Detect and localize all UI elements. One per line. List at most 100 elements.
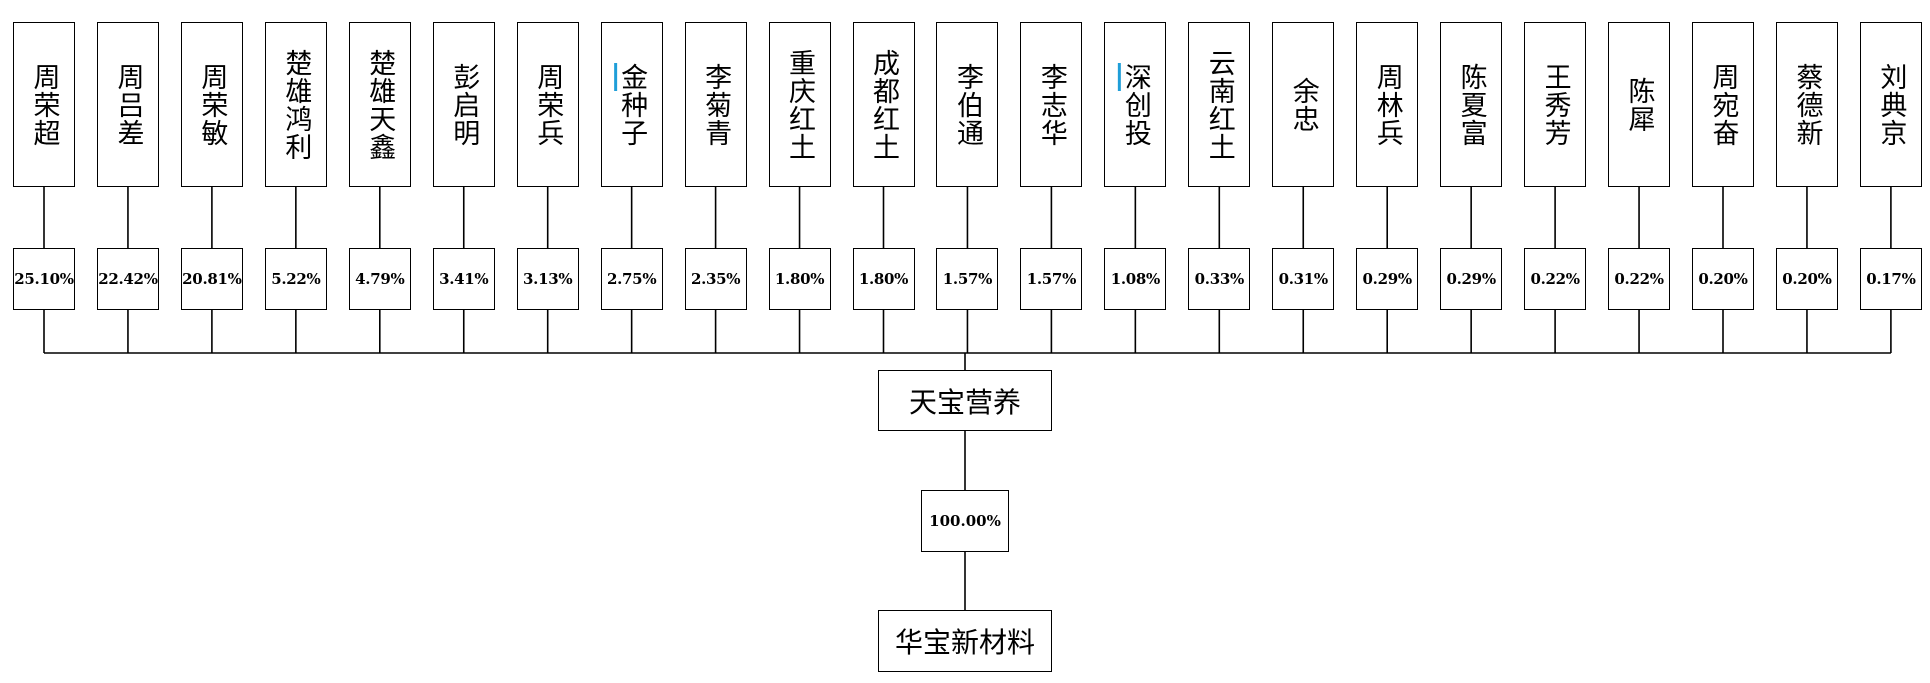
shareholder-pct: 20.81% [182, 270, 242, 288]
shareholder-pct-box: 0.31% [1272, 248, 1335, 310]
shareholder-pct-box: 1.57% [1020, 248, 1083, 310]
shareholder-pct: 0.33% [1194, 270, 1245, 288]
shareholder-name-box: 周荣超 [13, 22, 75, 187]
shareholder-name-box: 余忠 [1272, 22, 1335, 187]
shareholder-name: 李志华 [1035, 62, 1067, 147]
shareholder-pct-box: 0.17% [1859, 248, 1922, 310]
shareholder-name-box: 周吕差 [96, 22, 159, 187]
shareholder-pct: 5.22% [271, 270, 321, 288]
shareholder-pct-box: 2.75% [600, 248, 663, 310]
shareholder-pct-box: 20.81% [180, 248, 243, 310]
shareholder-name-box: 楚雄鸿利 [264, 22, 327, 187]
shareholder-name: 陈犀 [1623, 76, 1655, 133]
shareholder-pct-box: 5.22% [264, 248, 327, 310]
shareholder-pct: 0.22% [1530, 270, 1580, 288]
shareholder-name-box: 云南红土 [1188, 22, 1251, 187]
shareholder-name-box: 周荣兵 [516, 22, 579, 187]
parent-company-box: 天宝营养 [878, 370, 1052, 431]
shareholder-pct: 1.08% [1110, 270, 1161, 288]
shareholder-name-box: 成都红土 [852, 22, 915, 187]
shareholder-pct-box: 3.41% [432, 248, 495, 310]
shareholder-pct: 0.17% [1866, 270, 1916, 288]
shareholder-pct-box: 0.29% [1440, 248, 1503, 310]
shareholder-name: 周吕差 [112, 62, 144, 147]
shareholder-name-box: 周荣敏 [180, 22, 243, 187]
subsidiary-company-box: 华宝新材料 [878, 610, 1052, 672]
shareholder-name: 李菊青 [700, 62, 732, 147]
shareholder-name: 王秀芳 [1539, 62, 1571, 147]
shareholder-name: 周荣超 [28, 62, 60, 147]
shareholder-name: 蔡德新 [1791, 62, 1823, 147]
shareholder-name-box: 王秀芳 [1524, 22, 1587, 187]
shareholder-name-box: 深创投 [1104, 22, 1167, 187]
underlined-char: 深 [1119, 62, 1151, 91]
shareholder-name: 刘典京 [1875, 62, 1907, 147]
shareholder-pct-box: 3.13% [516, 248, 579, 310]
shareholder-pct-box: 22.42% [96, 248, 159, 310]
shareholder-pct-box: 0.29% [1356, 248, 1419, 310]
shareholder-name: 彭启明 [448, 62, 480, 147]
shareholder-name: 楚雄鸿利 [280, 48, 312, 161]
shareholder-name: 余忠 [1287, 76, 1319, 133]
shareholder-name-box: 彭启明 [432, 22, 495, 187]
shareholder-name: 云南红土 [1203, 48, 1235, 161]
shareholder-name: 周林兵 [1371, 62, 1403, 147]
underlined-char: 金 [616, 62, 648, 91]
shareholder-pct-box: 0.20% [1775, 248, 1838, 310]
shareholder-pct-box: 25.10% [13, 248, 75, 310]
shareholder-pct-box: 1.80% [852, 248, 915, 310]
shareholder-name-box: 楚雄天鑫 [348, 22, 411, 187]
shareholder-name-box: 刘典京 [1859, 22, 1922, 187]
shareholder-pct: 25.10% [14, 270, 74, 288]
shareholder-pct-box: 0.22% [1524, 248, 1587, 310]
shareholder-name-box: 李志华 [1020, 22, 1083, 187]
shareholder-name-box: 周宛奋 [1692, 22, 1754, 187]
shareholder-pct: 0.20% [1782, 270, 1832, 288]
shareholder-pct: 0.20% [1698, 270, 1748, 288]
shareholder-pct: 0.29% [1446, 270, 1496, 288]
subsidiary-company-name: 华宝新材料 [894, 626, 1035, 659]
shareholder-name: 李伯通 [951, 62, 983, 147]
shareholder-name: 陈夏富 [1455, 62, 1487, 147]
shareholder-name: 周荣兵 [532, 62, 564, 147]
subsidiary-pct: 100.00% [929, 512, 1001, 530]
shareholder-pct-box: 0.33% [1188, 248, 1251, 310]
shareholder-name-box: 重庆红土 [768, 22, 831, 187]
shareholder-pct: 3.41% [439, 270, 489, 288]
shareholder-pct: 0.29% [1362, 270, 1413, 288]
shareholder-pct-box: 1.08% [1104, 248, 1167, 310]
shareholder-pct-box: 1.80% [768, 248, 831, 310]
shareholder-name-box: 周林兵 [1356, 22, 1419, 187]
shareholder-pct-box: 4.79% [348, 248, 411, 310]
shareholder-name-box: 金种子 [600, 22, 663, 187]
shareholder-pct-box: 1.57% [936, 248, 999, 310]
shareholder-pct: 0.31% [1278, 270, 1329, 288]
subsidiary-pct-box: 100.00% [921, 490, 1009, 552]
shareholder-name: 重庆红土 [784, 48, 816, 161]
shareholder-pct: 2.75% [606, 270, 657, 288]
shareholder-name: 周宛奋 [1707, 62, 1739, 147]
shareholder-name-box: 陈犀 [1608, 22, 1671, 187]
shareholder-pct-box: 2.35% [684, 248, 747, 310]
shareholder-pct: 22.42% [98, 270, 158, 288]
parent-company-name: 天宝营养 [908, 385, 1021, 419]
shareholder-name: 深创投 [1119, 62, 1151, 147]
shareholder-pct: 1.80% [774, 270, 825, 288]
shareholder-name: 周荣敏 [196, 62, 228, 147]
shareholder-pct: 3.13% [523, 270, 573, 288]
shareholder-name: 楚雄天鑫 [364, 48, 396, 161]
shareholder-name-box: 陈夏富 [1440, 22, 1503, 187]
shareholder-pct: 1.57% [1026, 270, 1077, 288]
shareholder-name: 金种子 [616, 62, 648, 147]
shareholder-name: 成都红土 [868, 48, 899, 161]
shareholder-pct: 1.80% [858, 270, 909, 288]
shareholder-name-box: 李菊青 [684, 22, 747, 187]
shareholder-pct-box: 0.20% [1692, 248, 1754, 310]
shareholder-pct: 4.79% [355, 270, 405, 288]
shareholder-name-box: 蔡德新 [1775, 22, 1838, 187]
shareholder-pct: 1.57% [942, 270, 993, 288]
shareholder-pct: 0.22% [1614, 270, 1664, 288]
shareholder-pct: 2.35% [690, 270, 741, 288]
